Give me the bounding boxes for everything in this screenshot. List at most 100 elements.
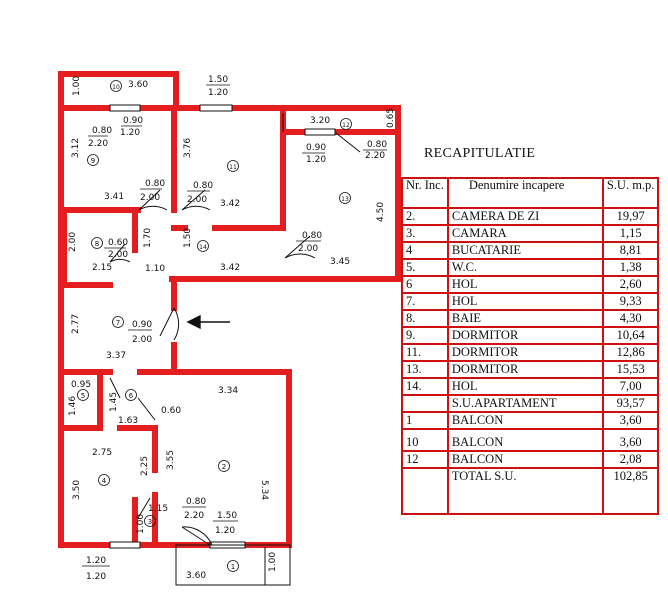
dim-label: 3.41 <box>104 192 124 202</box>
table-cell-name: DORMITOR <box>446 326 604 345</box>
dim-label: 1.20 <box>208 88 228 98</box>
dim-label: 0.95 <box>71 380 91 390</box>
dim-label: 1.70 <box>143 228 153 248</box>
dim-label: 1.10 <box>145 264 165 274</box>
dim-label: 0.80 <box>193 181 213 191</box>
dim-label: 0.60 <box>108 238 128 248</box>
dim-label: 3.42 <box>220 199 240 209</box>
room-markers <box>77 80 352 572</box>
table-cell-name: HOL <box>446 377 604 396</box>
table-cell-su: 7,00 <box>601 377 660 396</box>
table-cell-name: TOTAL S.U. <box>446 467 604 515</box>
table-cell-nr: 8. <box>401 309 449 328</box>
dim-label: 2.77 <box>71 314 81 334</box>
dim-label: 1.20 <box>86 556 106 566</box>
dim-label: 3.60 <box>128 80 148 90</box>
table-cell-su: 4,30 <box>601 309 660 328</box>
table-cell-nr: 13. <box>401 360 449 379</box>
dim-label: 0.80 <box>92 126 112 136</box>
balconies-thin <box>175 113 291 586</box>
dim-label: 1.63 <box>118 416 138 426</box>
dim-label: 2.00 <box>132 335 152 345</box>
dim-label: 1.15 <box>148 504 168 514</box>
dim-label: 3.50 <box>72 480 82 500</box>
table-cell-name: DORMITOR <box>446 360 604 379</box>
table-cell-nr: 9. <box>401 326 449 345</box>
room-13-label: 13 <box>341 196 349 203</box>
dim-label: 3.45 <box>330 257 350 267</box>
dim-label: 1.20 <box>86 572 106 582</box>
table-cell-nr <box>401 394 449 413</box>
dim-label: 2.20 <box>88 139 108 149</box>
dim-label: 2.75 <box>92 448 112 458</box>
table-cell-name: CAMARA <box>446 224 604 243</box>
table-cell-name: S.U.APARTAMENT <box>446 394 604 413</box>
room-7-label: 7 <box>116 319 120 327</box>
dim-label: 2.00 <box>68 232 78 252</box>
table-cell-name: HOL <box>446 292 604 311</box>
dim-label: 2.15 <box>92 263 112 273</box>
table-row: TOTAL S.U.102,85 <box>401 467 660 515</box>
dim-label: 0.90 <box>132 320 152 330</box>
table-cell-nr: 5. <box>401 258 449 277</box>
recap-title: RECAPITULATIE <box>424 146 536 161</box>
dim-label: 1.00 <box>136 514 146 534</box>
dim-label: 0.60 <box>161 406 181 416</box>
dim-label: 3.76 <box>183 138 193 158</box>
recap-table: Nr. Inc. Denumire incapere S.U. m.p. 2.C… <box>401 177 660 515</box>
table-cell-nr: 11. <box>401 343 449 362</box>
dim-label: 0.80 <box>145 179 165 189</box>
table-cell-name: BALCON <box>446 450 604 469</box>
dim-label: 0.80 <box>302 231 322 241</box>
dim-label: 4.50 <box>376 202 386 222</box>
dim-label: 3.55 <box>166 450 176 470</box>
dim-label: 1.46 <box>68 396 78 416</box>
dim-label: 2.00 <box>298 244 318 254</box>
dim-label: 0.90 <box>306 143 326 153</box>
dim-label: 1.00 <box>268 552 278 572</box>
dim-label: 5.34 <box>259 480 269 500</box>
table-cell-name: BALCON <box>446 411 604 430</box>
dim-label: 1.50 <box>208 75 228 85</box>
dim-label: 1.20 <box>120 128 140 138</box>
dim-label: 2.20 <box>365 151 385 161</box>
table-cell-nr <box>401 467 449 515</box>
table-cell-name: BALCON <box>446 428 604 452</box>
table-cell-su: 8,81 <box>601 241 660 260</box>
dim-label: 1.20 <box>306 155 326 165</box>
dim-label: 2.25 <box>140 456 150 476</box>
table-row: 5.W.C.1,38 <box>401 258 660 277</box>
table-cell-su: 15,53 <box>601 360 660 379</box>
dim-label: 2.00 <box>108 250 128 260</box>
dim-label: 3.42 <box>220 263 240 273</box>
table-cell-nr: 7. <box>401 292 449 311</box>
table-cell-su: 102,85 <box>601 467 660 515</box>
dimension-labels: 3.60 1.00 1.50 1.20 0.90 1.20 0.80 2.20 … <box>68 75 396 582</box>
dim-label: 1.45 <box>109 392 119 412</box>
dim-label: 3.34 <box>218 386 238 396</box>
header-nr: Nr. Inc. <box>401 177 449 209</box>
room-14-label: 14 <box>199 244 207 251</box>
dim-label: 1.50 <box>217 511 237 521</box>
room-8-label: 8 <box>95 240 99 248</box>
room-9-label: 9 <box>91 157 95 165</box>
table-cell-su: 2,08 <box>601 450 660 469</box>
room-11-label: 11 <box>229 164 237 171</box>
table-cell-name: DORMITOR <box>446 343 604 362</box>
dim-label: 1.00 <box>72 76 82 96</box>
room-4-label: 4 <box>102 477 107 485</box>
dim-label: 3.37 <box>106 351 126 361</box>
table-cell-su: 3,60 <box>601 428 660 452</box>
dim-label: 3.20 <box>310 116 330 126</box>
room-5-label: 5 <box>81 392 85 400</box>
room-12-label: 12 <box>342 122 350 129</box>
table-cell-nr: 1 <box>401 411 449 430</box>
